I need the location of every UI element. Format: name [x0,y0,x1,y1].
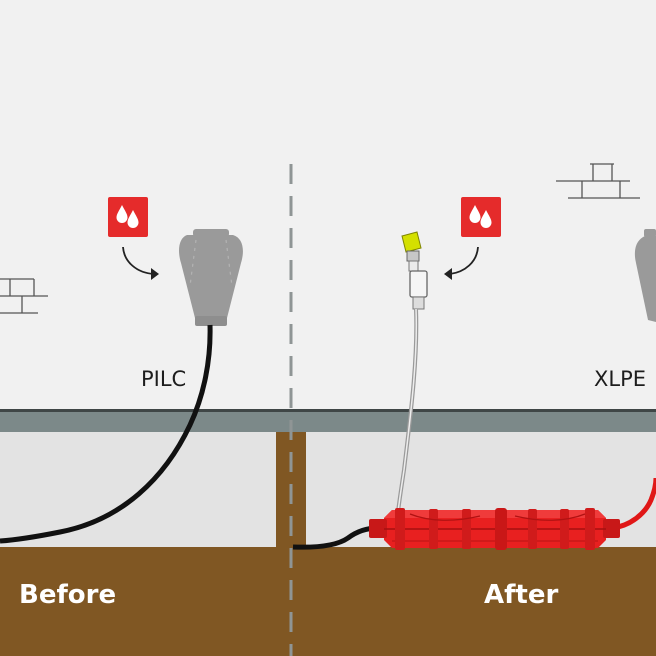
pilc-label: PILC [141,367,187,391]
fluid-injection-tube-icon [396,231,428,513]
pilc-feed-cable [292,525,379,550]
water-drops-icon [108,197,148,237]
cable-termination-icon [179,229,243,326]
after-label: After [484,580,559,610]
before-label: Before [19,580,117,610]
brick-wall-icon [0,278,48,314]
curved-arrow-icon [122,246,155,275]
transition-joint-icon [369,508,620,550]
soil-ground [0,547,656,656]
arrow-head [444,268,452,280]
arrow-head [151,268,159,280]
ground-shelf [0,409,656,432]
pilc-cable [0,324,213,544]
water-drops-icon [461,197,501,237]
brick-wall-icon [556,163,640,199]
cable-termination-icon [634,229,656,322]
xlpe-label: XLPE [594,367,647,391]
curved-arrow-icon [449,246,479,275]
